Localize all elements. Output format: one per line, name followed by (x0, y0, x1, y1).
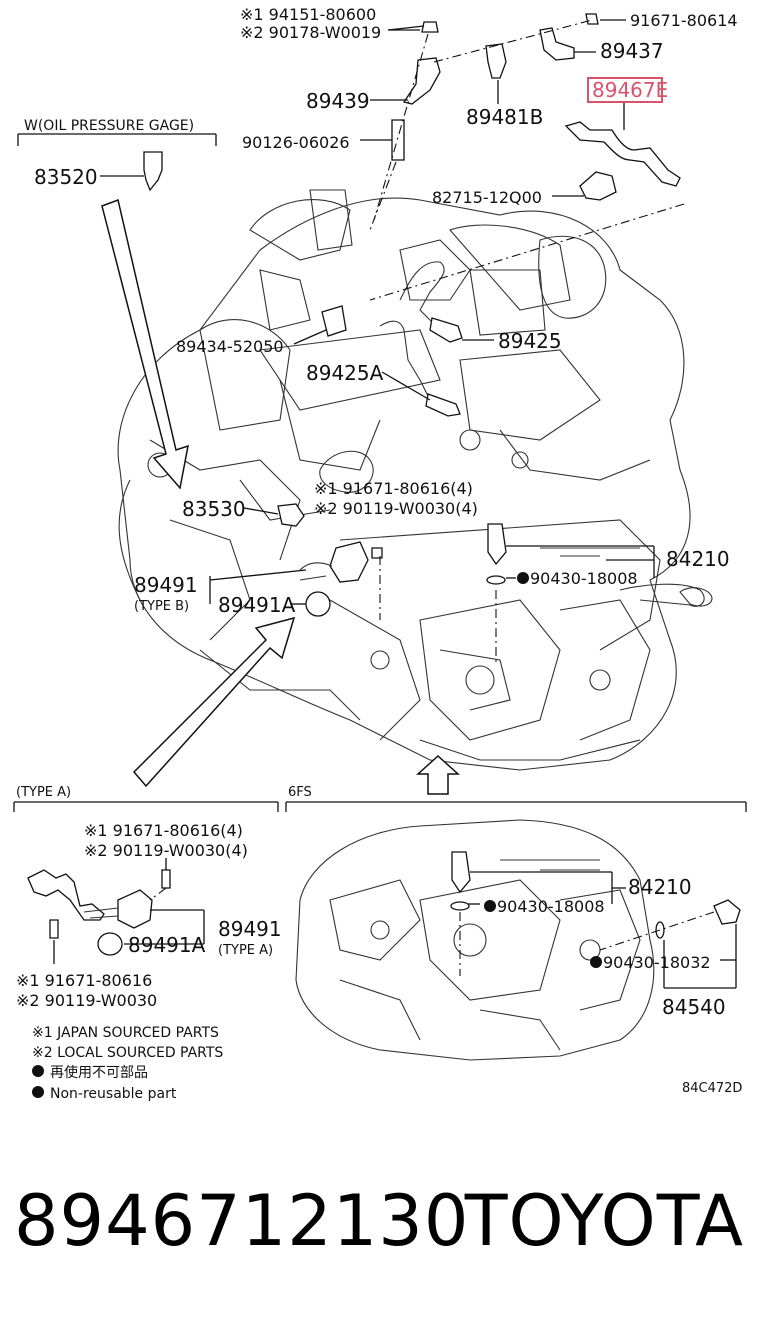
brand-name: TOYOTA (464, 1180, 744, 1262)
section-brackets (13, 801, 747, 812)
label-90126: 90126-06026 (242, 133, 350, 152)
top-parts (143, 13, 713, 617)
legend-japan-sourced: ※1 JAPAN SOURCED PARTS (32, 1025, 219, 1041)
label-89491: 89491 (134, 573, 198, 597)
label-a-type-a: (TYPE A) (218, 943, 273, 958)
sensor-89491-typea-shape (117, 889, 153, 929)
bolt-91671-80614-shape (585, 13, 599, 25)
oil-pressure-gage-bracket (17, 133, 217, 146)
label-a-90119-w0030: ※2 90119-W0030 (16, 991, 157, 1010)
legend-dot-1 (32, 1065, 44, 1077)
non-reusable-dot-6fs-1 (484, 900, 496, 912)
label-type-a-title: (TYPE A) (16, 785, 71, 800)
label-6fs: 6FS (288, 785, 312, 800)
part-number: 8946712130 (14, 1180, 470, 1262)
gasket-90430-18032-shape (655, 921, 665, 939)
label-b-84540: 84540 (662, 995, 726, 1019)
label-91671-80616-4: ※1 91671-80616(4) (314, 479, 473, 498)
label-91671-80614: 91671-80614 (630, 11, 738, 30)
diagram-code: 84C472D (682, 1081, 742, 1096)
label-89481b: 89481B (466, 105, 543, 129)
label-89439: 89439 (306, 89, 370, 113)
bolt-91671-80616-shape (371, 547, 383, 559)
legend-local-sourced: ※2 LOCAL SOURCED PARTS (32, 1045, 223, 1061)
label-b-90430-18032: 90430-18032 (603, 953, 711, 972)
leader-lines (100, 19, 685, 664)
label-89491a: 89491A (218, 593, 296, 617)
legend-dot-2 (32, 1086, 44, 1098)
non-reusable-dot-6fs-2 (590, 956, 602, 968)
gasket-90430-18008-6fs-shape (450, 901, 470, 911)
sensor-89491-typeb-shape (329, 541, 369, 583)
label-type-b: (TYPE B) (134, 599, 189, 614)
bracket-89439-shape (402, 57, 441, 105)
label-83520: 83520 (34, 165, 98, 189)
label-a-91671-80616-4: ※1 91671-80616(4) (84, 821, 243, 840)
harness-89425-shape (399, 261, 445, 323)
labels: ※1 94151-80600 ※2 90178-W0019 91671-8061… (16, 5, 742, 1102)
label-89425a: 89425A (306, 361, 384, 385)
label-90430-18008: 90430-18008 (530, 569, 638, 588)
transmission-6fs-illustration (295, 819, 741, 1061)
oring-89491a-shape (305, 591, 331, 617)
label-89467e: 89467E (592, 78, 668, 102)
clamp-82715-shape (579, 171, 617, 201)
label-89434: 89434-52050 (176, 337, 284, 356)
label-oil-pressure-gage: W(OIL PRESSURE GAGE) (24, 118, 194, 134)
highlight-box-89467e (587, 77, 663, 103)
sensor-89467e-shape (564, 121, 681, 187)
gasket-90430-shape (486, 575, 506, 585)
sensor-84210-shape (487, 523, 507, 566)
footer: 8946712130 TOYOTA (0, 1180, 760, 1290)
stud-90126-shape (391, 119, 405, 161)
label-84210: 84210 (666, 547, 730, 571)
legend-non-reusable-en: Non-reusable part (50, 1086, 177, 1102)
arrow-up-6fs (416, 754, 460, 795)
label-b-90430-18008: 90430-18008 (497, 897, 605, 916)
legend-non-reusable-jp: 再使用不可部品 (50, 1064, 148, 1081)
oring-89491a-typea-shape (97, 932, 123, 956)
non-reusable-dot-upper (517, 572, 529, 584)
label-90119-w0030-4: ※2 90119-W0030(4) (314, 499, 478, 518)
arrow-to-89491a (132, 616, 296, 788)
label-89437: 89437 (600, 39, 664, 63)
label-82715: 82715-12Q00 (432, 188, 542, 207)
label-a-89491: 89491 (218, 917, 282, 941)
label-a-89491a: 89491A (128, 933, 206, 957)
sensor-83530-shape (277, 503, 305, 527)
bolt-94151-shape (421, 21, 439, 33)
label-94151: ※1 94151-80600 (240, 5, 376, 24)
bracket-89434-shape (321, 305, 347, 337)
arrows (101, 198, 460, 795)
sensor-83520-shape (143, 151, 163, 192)
label-83530: 83530 (182, 497, 246, 521)
sensor-84210-6fs-shape (451, 851, 471, 894)
label-90178: ※2 90178-W0019 (240, 23, 381, 42)
arrow-to-83530 (101, 198, 189, 490)
sensor-84540-shape (713, 899, 741, 925)
label-b-84210: 84210 (628, 875, 692, 899)
sensor-89481b-shape (485, 43, 507, 79)
label-89425: 89425 (498, 329, 562, 353)
label-a-91671-80616: ※1 91671-80616 (16, 971, 152, 990)
type-a-detail (27, 858, 205, 964)
label-a-90119-w0030-4: ※2 90119-W0030(4) (84, 841, 248, 860)
